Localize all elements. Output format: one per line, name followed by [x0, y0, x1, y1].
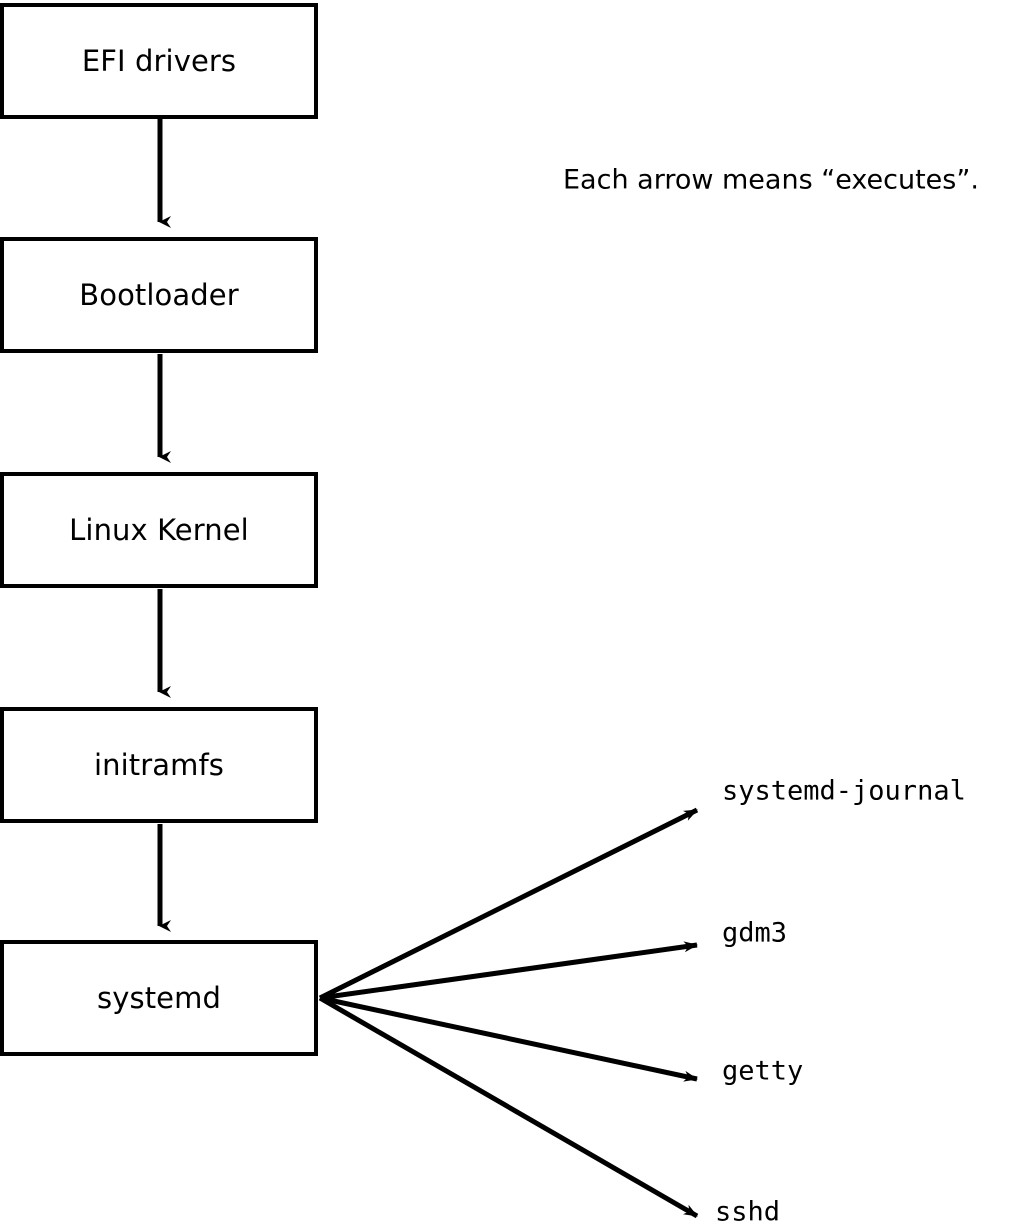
node-gdm3-label: gdm3	[722, 917, 788, 949]
node-getty[interactable]: getty	[722, 1058, 803, 1085]
node-bootloader-label: Bootloader	[79, 277, 239, 312]
legend-note: Each arrow means “executes”.	[563, 167, 979, 194]
node-systemd-label: systemd	[97, 980, 221, 1015]
legend-note-text: Each arrow means “executes”.	[563, 164, 979, 196]
node-linux-kernel-label: Linux Kernel	[69, 512, 249, 547]
node-systemd[interactable]: systemd	[0, 940, 318, 1056]
node-efi-drivers-label: EFI drivers	[81, 43, 237, 78]
node-getty-label: getty	[722, 1055, 804, 1087]
edge-systemd-to-getty	[319, 995, 698, 1082]
node-sshd[interactable]: sshd	[715, 1199, 780, 1226]
node-systemd-journal[interactable]: systemd-journal	[722, 778, 966, 805]
edge-systemd-to-sshd	[318, 995, 699, 1219]
edge-systemd-to-systemd-journal	[318, 807, 699, 1001]
node-linux-kernel[interactable]: Linux Kernel	[0, 472, 318, 588]
node-systemd-journal-label: systemd-journal	[722, 775, 966, 807]
node-gdm3[interactable]: gdm3	[722, 920, 787, 947]
edge-systemd-to-gdm3	[319, 941, 698, 1001]
node-initramfs[interactable]: initramfs	[0, 707, 318, 823]
node-initramfs-label: initramfs	[93, 747, 225, 782]
node-efi-drivers[interactable]: EFI drivers	[0, 3, 318, 119]
node-sshd-label: sshd	[715, 1196, 781, 1228]
node-bootloader[interactable]: Bootloader	[0, 237, 318, 353]
